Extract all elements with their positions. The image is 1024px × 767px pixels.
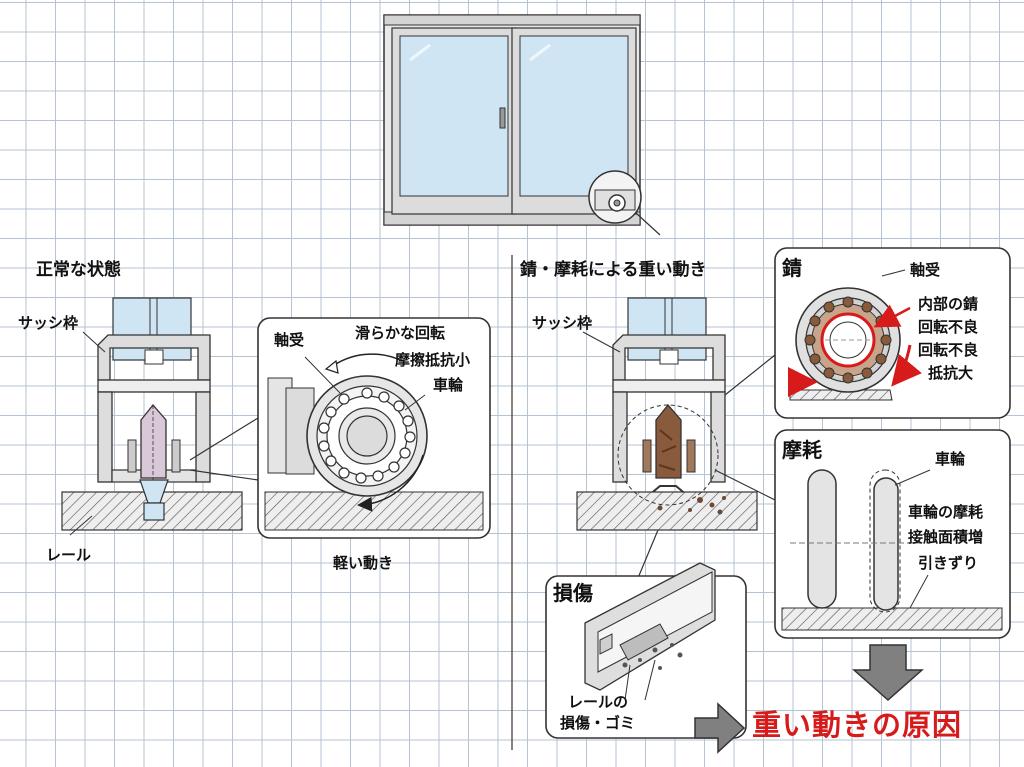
window-handle bbox=[499, 107, 506, 129]
rust-title: 錆 bbox=[782, 256, 802, 280]
window-illustration bbox=[383, 14, 661, 236]
damage-title: 損傷 bbox=[553, 581, 593, 605]
normal-sash-section bbox=[61, 297, 259, 536]
normal-rail-label: レール bbox=[46, 546, 92, 564]
rotation-fault-label-1: 回転不良 bbox=[918, 318, 979, 336]
high-resistance-label: 抵抗大 bbox=[928, 364, 974, 382]
normal-sash-frame-label: サッシ枠 bbox=[18, 314, 79, 332]
normal-bearing-label: 軸受 bbox=[274, 331, 305, 349]
light-movement-label: 軽い動き bbox=[333, 554, 394, 572]
normal-heading: 正常な状態 bbox=[36, 260, 121, 280]
wear-wheel-label: 車輪 bbox=[935, 450, 966, 468]
rail-damage-label-2: 損傷・ゴミ bbox=[560, 714, 636, 732]
dragging-label: 引きずり bbox=[918, 554, 979, 572]
rust-bearing-label: 軸受 bbox=[910, 261, 941, 279]
low-friction-label: 摩擦抵抗小 bbox=[395, 351, 471, 369]
rail-damage-label-1: レールの bbox=[568, 693, 629, 711]
heavy-heading: 錆・摩耗による重い動き bbox=[520, 260, 707, 280]
smooth-rotation-label: 滑らかな回転 bbox=[355, 324, 446, 342]
heavy-sash-frame-label: サッシ枠 bbox=[532, 314, 593, 332]
internal-rust-label: 内部の錆 bbox=[918, 295, 979, 313]
wheel-wear-label: 車輪の摩耗 bbox=[908, 503, 984, 521]
normal-bearing-callout bbox=[257, 317, 491, 539]
damage-callout bbox=[545, 562, 747, 739]
wear-callout bbox=[774, 429, 1011, 639]
heavy-sash-section bbox=[576, 297, 776, 579]
contact-area-label: 接触面積増 bbox=[908, 528, 984, 546]
rust-callout bbox=[774, 247, 1011, 419]
rotation-fault-label-2: 回転不良 bbox=[918, 341, 979, 359]
normal-wheel-label: 車輪 bbox=[433, 376, 464, 394]
wear-title: 摩耗 bbox=[782, 438, 822, 462]
right-arrow-icon bbox=[694, 702, 746, 754]
down-arrow-icon bbox=[852, 644, 924, 702]
cause-heading: 重い動きの原因 bbox=[752, 708, 963, 742]
